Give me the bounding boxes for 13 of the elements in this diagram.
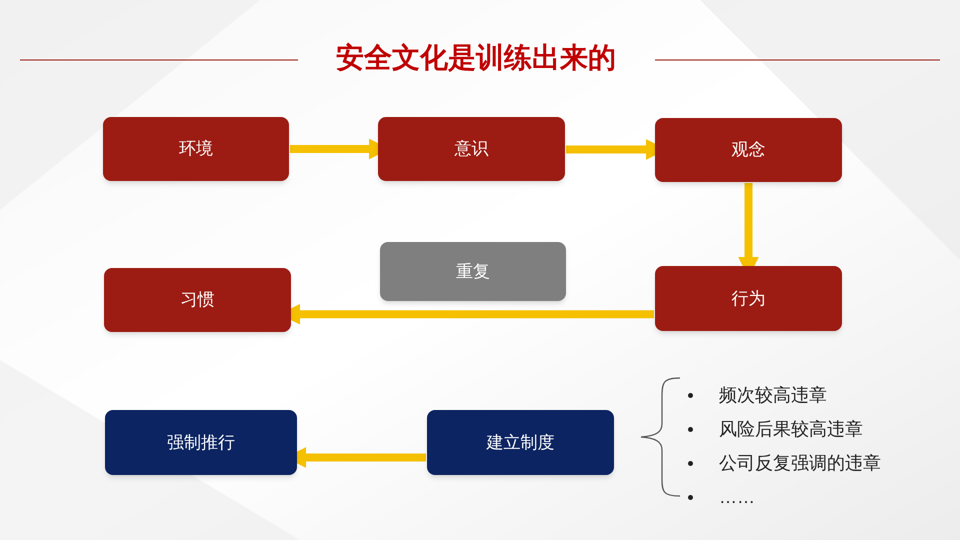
process-box: 观念	[655, 118, 842, 182]
list-item: 频次较高违章	[719, 384, 827, 406]
process-box: 意识	[378, 117, 565, 181]
process-box: 习惯	[104, 268, 291, 332]
process-box: 环境	[103, 117, 289, 181]
process-box: 建立制度	[427, 410, 614, 475]
process-box: 强制推行	[105, 410, 297, 475]
process-box: 行为	[655, 266, 842, 331]
process-box: 重复	[380, 242, 566, 301]
list-item: 风险后果较高违章	[719, 418, 863, 440]
title: 安全文化是训练出来的	[335, 41, 617, 75]
list-item: 公司反复强调的违章	[719, 452, 881, 474]
list-item: ……	[719, 486, 755, 508]
